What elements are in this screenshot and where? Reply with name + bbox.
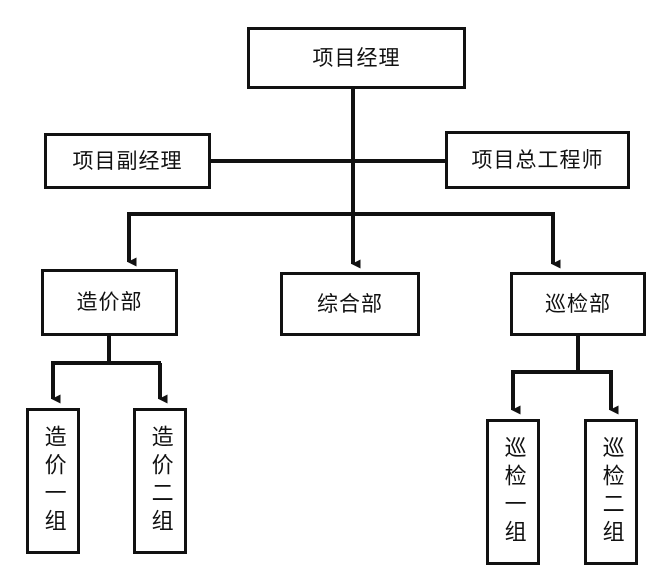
node-inspection-group-1[interactable]: 巡检一组 — [486, 419, 540, 565]
node-deputy-project-manager[interactable]: 项目副经理 — [44, 133, 211, 189]
node-label: 造价一组 — [40, 425, 66, 537]
node-label: 造价二组 — [147, 425, 173, 537]
node-label: 巡检一组 — [500, 436, 526, 548]
node-label: 项目副经理 — [72, 148, 183, 173]
node-cost-department[interactable]: 造价部 — [41, 269, 178, 336]
node-label: 造价部 — [76, 290, 143, 315]
node-cost-group-2[interactable]: 造价二组 — [133, 408, 187, 554]
node-label: 项目总工程师 — [471, 147, 604, 172]
node-inspection-department[interactable]: 巡检部 — [510, 272, 646, 336]
node-label: 项目经理 — [312, 45, 401, 70]
node-chief-engineer[interactable]: 项目总工程师 — [445, 131, 630, 189]
node-label: 巡检部 — [545, 291, 611, 316]
node-general-department[interactable]: 综合部 — [280, 272, 420, 336]
node-project-manager[interactable]: 项目经理 — [247, 27, 466, 89]
node-label: 综合部 — [317, 291, 383, 316]
node-inspection-group-2[interactable]: 巡检二组 — [584, 419, 638, 565]
node-cost-group-1[interactable]: 造价一组 — [26, 408, 80, 554]
node-label: 巡检二组 — [598, 436, 624, 548]
